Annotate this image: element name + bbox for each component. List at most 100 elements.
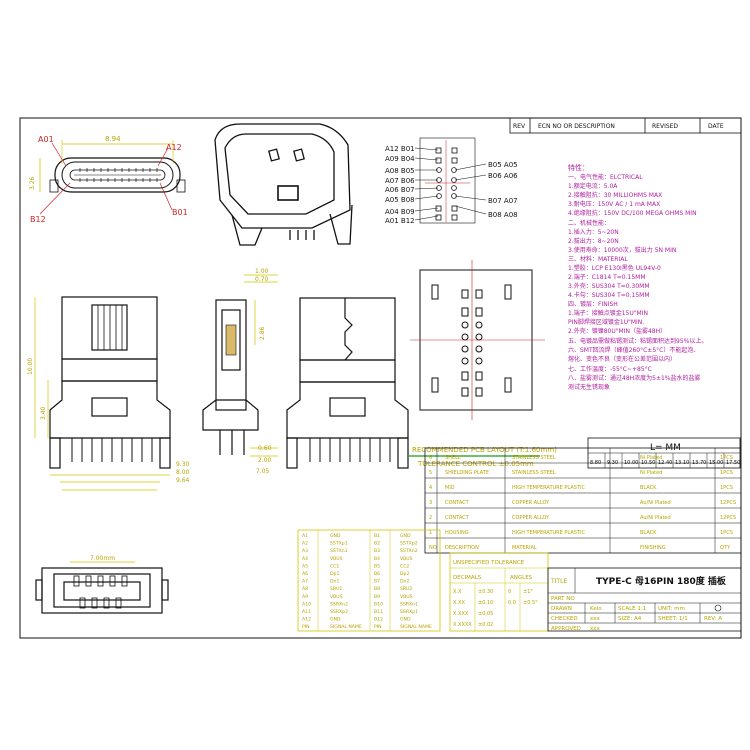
signal-cell: B3 xyxy=(374,548,380,554)
label-b12: B12 xyxy=(30,215,46,224)
bom-cell: Au/Ni Plated xyxy=(640,515,671,521)
signal-cell: A4 xyxy=(302,556,308,562)
tolerance-cell: ±0.05 xyxy=(478,611,493,617)
signal-cell: SSTXn1 xyxy=(330,548,348,554)
signal-cell: GND xyxy=(400,533,411,539)
tolerance-cell: ±1° xyxy=(523,589,533,595)
spec-line-20: 熔化、变色不良（变形在公差范围以内） xyxy=(568,355,676,363)
profile-view xyxy=(202,299,259,455)
signal-cell: A7 xyxy=(302,579,308,585)
signal-cell: SSTXp1 xyxy=(330,541,348,547)
spec-line-18: 五、电镀品需做粘锡测试：粘锡面积达到95%以上。 xyxy=(568,337,707,345)
spec-line-5: 二、机械性能： xyxy=(568,219,610,227)
spec-line-2: 2.接触阻抗：30 MILLIOHMS MAX xyxy=(568,191,662,199)
unit-label: UNIT: mm xyxy=(658,606,685,612)
signal-cell: SSTXn2 xyxy=(400,548,418,554)
signal-cell: CC2 xyxy=(400,563,409,569)
bom-cell: Ni Plated xyxy=(640,470,662,476)
bom-cell: 1PCS xyxy=(720,470,733,476)
spec-heading: 特性： xyxy=(568,163,589,172)
spec-line-6: 1.插入力：5~20N xyxy=(568,228,619,236)
bom-cell: 4 xyxy=(429,485,432,491)
signal-cell: B5 xyxy=(374,563,380,569)
bom-cell: HIGH TEMPERATURE PLASTIC xyxy=(512,485,585,491)
signal-cell: SSRXp2 xyxy=(330,609,348,615)
spec-line-8: 3.使用寿命：10000次，拔出力 5N MIN xyxy=(568,246,676,254)
pin-label-right-0: B05 A05 xyxy=(488,161,518,169)
signal-cell: VBUS xyxy=(330,556,343,562)
drawn-by: Kelo xyxy=(590,606,602,612)
signal-cell: B9 xyxy=(374,594,380,600)
bom-cell: DESCRIPTION xyxy=(445,545,479,551)
bom-cell: CONTACT xyxy=(445,500,470,506)
signal-cell: SIGNAL NAME xyxy=(400,624,432,630)
spec-line-21: 七、工作温度：-55°C~+85°C xyxy=(568,365,652,373)
spec-line-14: 四、镀层：FINISH xyxy=(568,300,618,308)
front-view: 8.94 3.26 A01 A12 B12 B01 xyxy=(29,135,188,224)
bom-cell: 1PCS xyxy=(720,485,733,491)
dim-7-05: 7.05 xyxy=(256,468,270,475)
bom-cell: MATERIAL xyxy=(512,545,537,551)
pin-label-left-6: A04 B09 xyxy=(385,208,415,216)
signal-cell: B6 xyxy=(374,571,380,577)
spec-line-7: 2.拔出力：8~20N xyxy=(568,237,619,245)
dim-9-64: 9.64 xyxy=(176,477,190,484)
rev-header: REV xyxy=(513,123,526,130)
bom-cell: 2 xyxy=(429,515,432,521)
tolerance-title: UNSPECIFIED TOLERANCE xyxy=(453,560,525,566)
spec-line-23: 测试无生锈现象 xyxy=(568,383,610,391)
scale-label: SCALE 1:1 xyxy=(618,606,646,612)
signal-cell: A12 xyxy=(302,617,311,623)
bom-cell: HIGH TEMPERATURE PLASTIC xyxy=(512,530,585,536)
bom-cell: NO xyxy=(429,545,437,551)
spec-line-13: 4.卡勾：SUS304 T=0.15MM xyxy=(568,291,650,299)
signal-cell: A2 xyxy=(302,541,308,547)
projection-icon xyxy=(714,604,722,612)
bom-cell: Au/Ni Plated xyxy=(640,500,671,506)
signal-cell: SBU2 xyxy=(400,586,412,592)
checked-label: CHECKED xyxy=(551,616,578,622)
signal-cell: B4 xyxy=(374,556,380,562)
signal-cell: PIN xyxy=(302,624,310,630)
signal-cell: B12 xyxy=(374,617,383,623)
signal-cell: A9 xyxy=(302,594,308,600)
bom-cell: 12PCS xyxy=(720,515,736,521)
signal-cell: SSRXn1 xyxy=(400,601,418,607)
spec-line-12: 3.外壳：SUS304 T=0.30MM xyxy=(568,282,650,290)
checked-by: xxx xyxy=(590,616,601,622)
tolerance-cell: ±0.02 xyxy=(478,622,493,628)
spec-line-22: 八、盐雾测试：通过48H浓度为5±1%盐水的盐雾 xyxy=(568,374,701,382)
signal-cell: Dp1 xyxy=(330,571,339,577)
signal-cell: A5 xyxy=(302,563,308,569)
bom-cell: 3 xyxy=(429,500,432,506)
tolerance-cell: 0.0 xyxy=(508,600,516,606)
side-view-left xyxy=(49,296,171,469)
bom-cell: BLACK xyxy=(640,530,657,536)
bom-cell: 1PCS xyxy=(720,455,733,461)
signal-cell: SIGNAL NAME xyxy=(330,624,362,630)
signal-cell: CC1 xyxy=(330,563,339,569)
dim-8-00: 8.00 xyxy=(176,469,190,476)
length-table: L= MM 8.80 9.30 10.00 10.50 12.40 13.10 … xyxy=(587,437,741,469)
bom-cell: BLACK xyxy=(640,485,657,491)
bom-cell: FINISHING xyxy=(640,545,666,551)
revision-block: REV ECN NO OR DESCRIPTION REVISED DATE xyxy=(509,117,742,134)
sheet-label: SHEET: 1/1 xyxy=(658,616,688,622)
dim-1-00: 1.00 xyxy=(255,268,269,275)
signal-cell: SSTXp2 xyxy=(400,541,418,547)
spec-line-10: 1.塑胶：LCP E130I黑色 UL94V-0 xyxy=(568,264,661,272)
dim-9-30: 9.30 xyxy=(176,461,190,468)
pin-map: A12 B01 A09 B04 A08 B05 A07 B06 A06 B07 … xyxy=(385,137,518,225)
spec-line-19: 六、SMT回流焊（峰值260°C±5°C）不能起泡、 xyxy=(568,346,699,354)
bom-cell: STAINLESS STEEL xyxy=(512,470,556,476)
pin-label-left-5: A05 B08 xyxy=(385,196,415,204)
bom-cell: HOUSING xyxy=(445,530,469,536)
width-dim: 8.94 xyxy=(105,135,121,143)
pcb-note-2: TOLERANCE CONTROL ±0.05mm xyxy=(417,460,534,468)
signal-cell: GND xyxy=(400,617,411,623)
dim-3-40: 3.40 xyxy=(40,406,47,420)
bom-cell: COPPER ALLOY xyxy=(512,515,550,521)
spec-line-4: 4.绝缘阻抗：150V DC/100 MEGA OHMS MIN xyxy=(568,209,697,217)
bom-cell: COPPER ALLOY xyxy=(512,500,550,506)
decimals-label: DECIMALS xyxy=(453,575,482,581)
